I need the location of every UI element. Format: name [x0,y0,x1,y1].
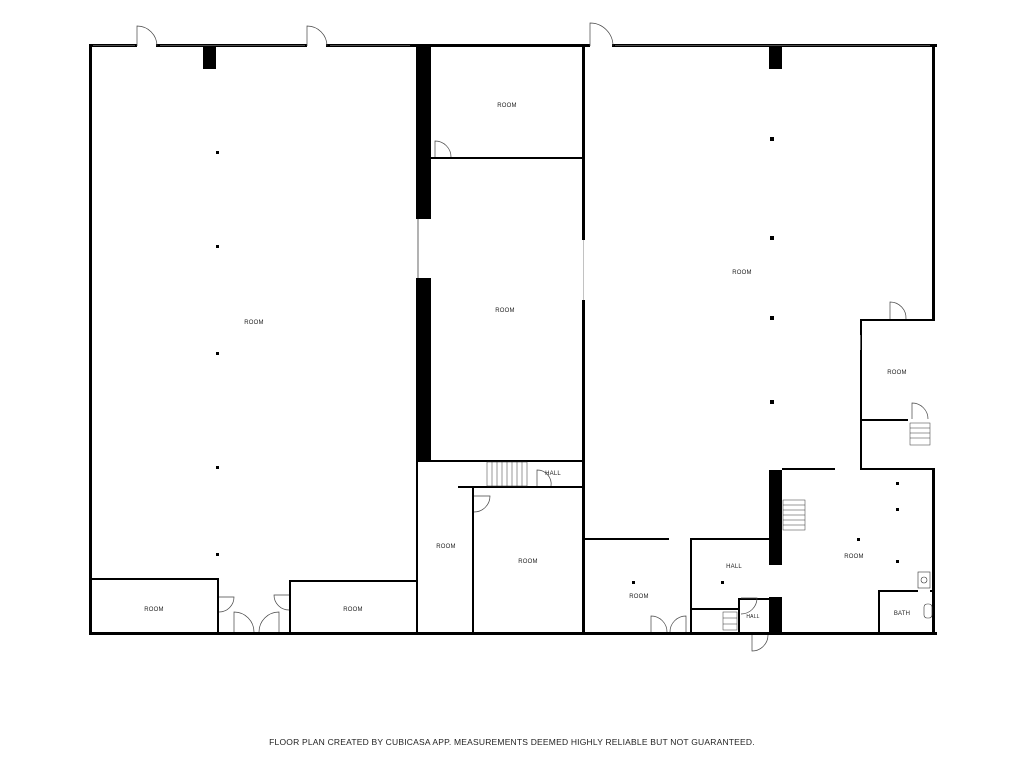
label-right-hall-small: HALL [746,614,759,620]
interior-walls [92,47,935,632]
stairs [486,422,931,631]
label-right-hall: HALL [726,564,742,570]
label-right-small-room: ROOM [887,370,906,376]
label-right-lower-room: ROOM [844,554,863,560]
pillars [216,137,899,584]
label-mid-hall: HALL [545,471,561,477]
bath-fixtures [917,571,933,619]
top-doors [136,22,614,48]
label-mid-center-room: ROOM [495,308,514,314]
label-bath: BATH [894,611,910,617]
label-mid-right-bottom-room: ROOM [518,559,537,565]
label-left-big-room: ROOM [244,320,263,326]
label-left-bottom-room-a: ROOM [144,607,163,613]
footer-disclaimer: FLOOR PLAN CREATED BY CUBICASA APP. MEAS… [269,737,755,747]
room-labels: ROOM ROOM ROOM ROOM ROOM HALL ROOM ROOM … [144,103,910,620]
interior-doors [218,301,929,652]
outer-walls [89,44,937,635]
label-right-bottom-room: ROOM [629,594,648,600]
label-left-bottom-room-b: ROOM [343,607,362,613]
label-mid-left-bottom-room: ROOM [436,544,455,550]
label-mid-top-room: ROOM [497,103,516,109]
label-right-big-room: ROOM [732,270,751,276]
